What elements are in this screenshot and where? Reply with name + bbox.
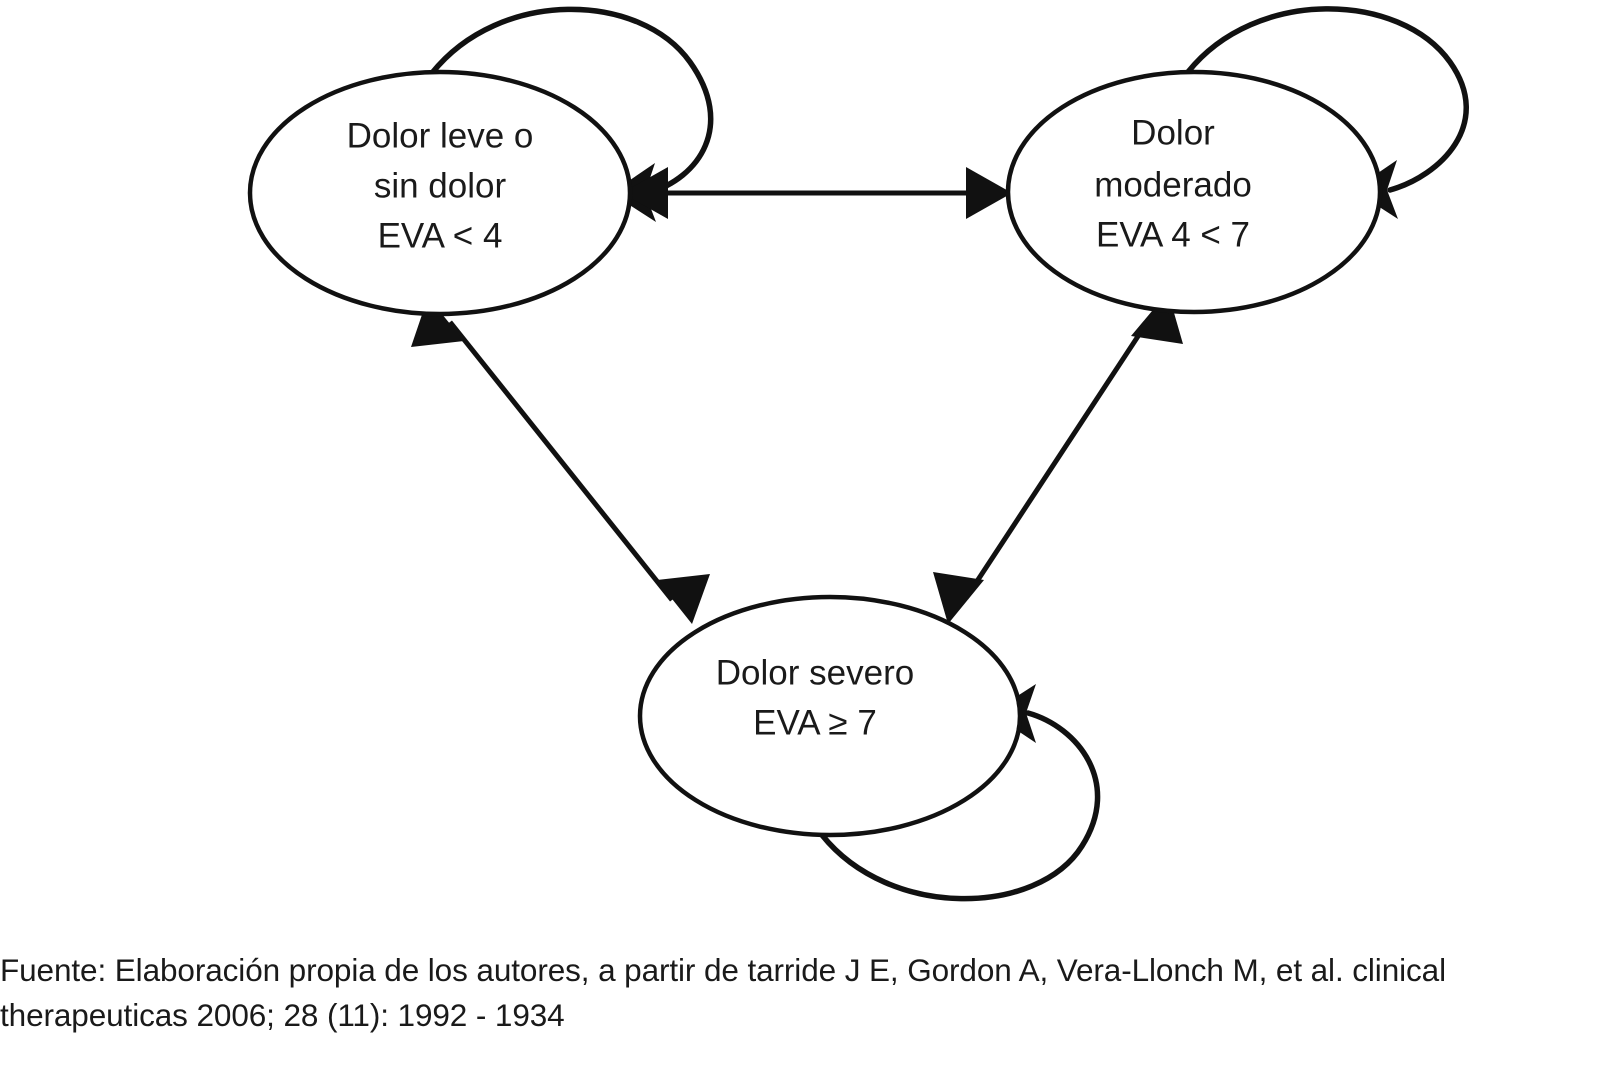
- caption-line-1: Fuente: Elaboración propia de los autore…: [0, 952, 1446, 988]
- arrowhead-to-leve: [622, 167, 668, 219]
- edge-leve-moderado: [622, 167, 1012, 219]
- ellipse-dolor-leve: [247, 69, 633, 317]
- figure-caption: Fuente: Elaboración propia de los autore…: [0, 948, 1606, 1038]
- node-dolor-severo[interactable]: Dolor severo EVA ≥ 7: [637, 594, 1023, 838]
- node-label-moderado-line2: moderado: [1094, 165, 1252, 204]
- node-dolor-moderado[interactable]: Dolor moderado EVA 4 < 7: [1005, 69, 1383, 315]
- node-dolor-leve[interactable]: Dolor leve o sin dolor EVA < 4: [247, 69, 633, 317]
- state-transition-diagram: Dolor leve o sin dolor EVA < 4 Dolor mod…: [247, 6, 1469, 902]
- node-label-moderado-line1: Dolor: [1131, 113, 1215, 152]
- node-label-severo-line2: EVA ≥ 7: [753, 703, 877, 742]
- node-label-leve-line2: sin dolor: [374, 166, 507, 205]
- edge-moderado-severo: [933, 292, 1183, 624]
- node-label-severo-line1: Dolor severo: [716, 653, 914, 692]
- arrowhead-to-moderado: [966, 167, 1012, 219]
- arrowhead-to-severo-left: [657, 574, 710, 624]
- ellipse-dolor-moderado: [1005, 69, 1383, 315]
- caption-line-2: therapeuticas 2006; 28 (11): 1992 - 1934: [0, 997, 565, 1033]
- node-label-moderado-line3: EVA 4 < 7: [1096, 215, 1250, 254]
- edge-leve-severo: [411, 297, 710, 624]
- arrowhead-to-severo-right: [933, 572, 984, 624]
- node-label-leve-line1: Dolor leve o: [347, 116, 534, 155]
- node-label-leve-line3: EVA < 4: [378, 216, 503, 255]
- ellipse-dolor-severo: [637, 594, 1023, 838]
